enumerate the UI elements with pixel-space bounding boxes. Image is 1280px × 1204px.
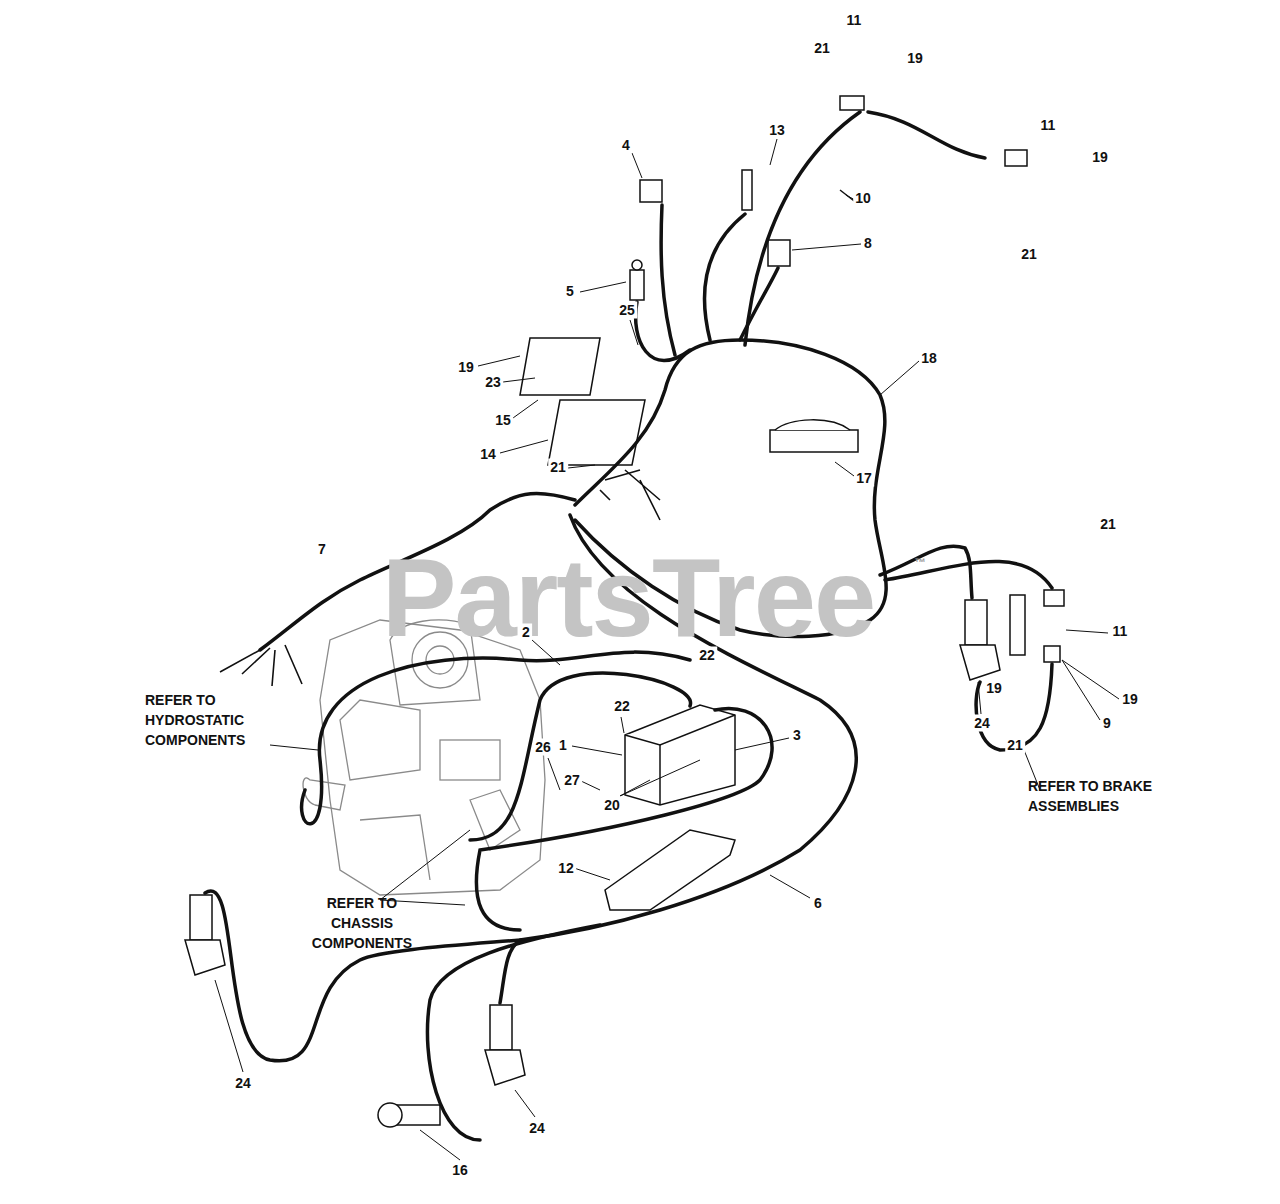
callout-number: 5 <box>564 283 576 300</box>
callout-number: 12 <box>556 860 576 877</box>
callout-number: 24 <box>233 1075 253 1092</box>
callout-number: 19 <box>984 680 1004 697</box>
callout-number: 8 <box>862 235 874 252</box>
callout-number: 4 <box>620 137 632 154</box>
callout-number: 19 <box>1090 149 1110 166</box>
callout-number: 11 <box>1111 623 1130 640</box>
callout-number: 26 <box>533 739 553 756</box>
callout-number: 11 <box>845 12 864 29</box>
callout-number: 20 <box>602 797 622 814</box>
callout-number: 27 <box>562 772 582 789</box>
callout-number: 18 <box>919 350 939 367</box>
callout-number: 24 <box>527 1120 547 1137</box>
wire-harness <box>205 112 1052 1140</box>
callout-number: 13 <box>767 122 787 139</box>
callout-number: 19 <box>1120 691 1140 708</box>
battery-and-parts <box>185 96 1064 1127</box>
reference-note: REFER TO HYDROSTATIC COMPONENTS <box>143 690 269 750</box>
watermark: PartsTree <box>380 542 877 654</box>
callout-number: 21 <box>812 40 832 57</box>
leader-lines <box>215 139 1119 1160</box>
callout-number: 3 <box>791 727 803 744</box>
reference-note: REFER TO CHASSIS COMPONENTS <box>304 893 420 953</box>
callout-number: 21 <box>1019 246 1039 263</box>
callout-number: 23 <box>483 374 503 391</box>
callout-number: 1 <box>557 737 569 754</box>
reference-note: REFER TO BRAKE ASSEMBLIES <box>1026 776 1180 816</box>
callout-number: 9 <box>1101 715 1113 732</box>
trademark-sign: ™ <box>913 554 928 571</box>
callout-number: 6 <box>812 895 824 912</box>
callout-number: 21 <box>1005 737 1025 754</box>
callout-number: 19 <box>905 50 925 67</box>
motor-symbol <box>185 600 1000 1127</box>
callout-number: 24 <box>972 715 992 732</box>
callout-number: 7 <box>316 541 328 558</box>
callout-number: 21 <box>1098 516 1118 533</box>
callout-number: 22 <box>697 647 717 664</box>
callout-number: 10 <box>853 190 873 207</box>
callout-number: 2 <box>520 624 532 641</box>
callout-number: 22 <box>612 698 632 715</box>
callout-number: 25 <box>617 302 637 319</box>
callout-number: 14 <box>478 446 498 463</box>
callout-number: 15 <box>493 412 513 429</box>
callout-number: 17 <box>854 470 874 487</box>
callout-number: 21 <box>548 459 568 476</box>
callout-number: 16 <box>450 1162 470 1179</box>
callout-number: 11 <box>1039 117 1058 134</box>
engine-drawing <box>303 620 545 895</box>
callout-number: 19 <box>456 359 476 376</box>
